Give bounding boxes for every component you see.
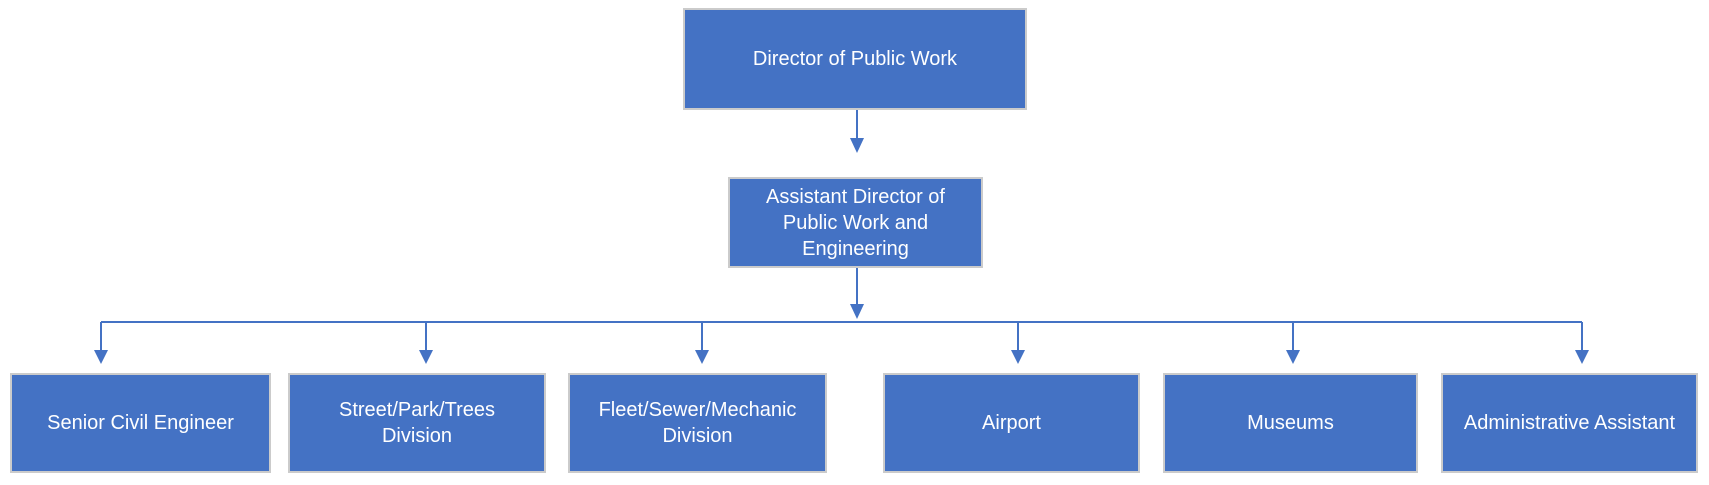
org-node-street-park-trees-division[interactable]: Street/Park/Trees Division [288, 373, 546, 473]
org-node-fleet-sewer-mechanic-division[interactable]: Fleet/Sewer/Mechanic Division [568, 373, 827, 473]
connector-director-to-assistant [850, 109, 864, 153]
org-node-street-park-trees-division-label: Street/Park/Trees Division [339, 399, 495, 447]
org-node-administrative-assistant[interactable]: Administrative Assistant [1441, 373, 1698, 473]
connector-drop-fleet-sewer-mechanic [695, 322, 709, 364]
connector-drop-museums [1286, 322, 1300, 364]
org-node-director[interactable]: Director of Public Work [683, 8, 1027, 110]
org-node-museums-label: Museums [1247, 412, 1334, 434]
org-node-assistant-director[interactable]: Assistant Director of Public Work and En… [728, 177, 983, 268]
connector-assistant-to-rail [850, 268, 864, 319]
org-node-senior-civil-engineer[interactable]: Senior Civil Engineer [10, 373, 271, 473]
connector-drop-airport [1011, 322, 1025, 364]
connector-drop-senior-civil-engineer [94, 322, 108, 364]
org-node-senior-civil-engineer-label: Senior Civil Engineer [47, 412, 234, 434]
org-node-museums[interactable]: Museums [1163, 373, 1418, 473]
connector-drop-street-park-trees [419, 322, 433, 364]
org-node-airport[interactable]: Airport [883, 373, 1140, 473]
org-node-administrative-assistant-label: Administrative Assistant [1463, 412, 1676, 434]
org-node-airport-label: Airport [982, 412, 1041, 434]
org-node-fleet-sewer-mechanic-division-label: Fleet/Sewer/Mechanic Division [598, 399, 797, 447]
connector-drop-administrative-assistant [1575, 322, 1589, 364]
org-node-assistant-director-label: Assistant Director of Public Work and En… [766, 185, 945, 260]
org-node-director-label: Director of Public Work [752, 48, 958, 70]
